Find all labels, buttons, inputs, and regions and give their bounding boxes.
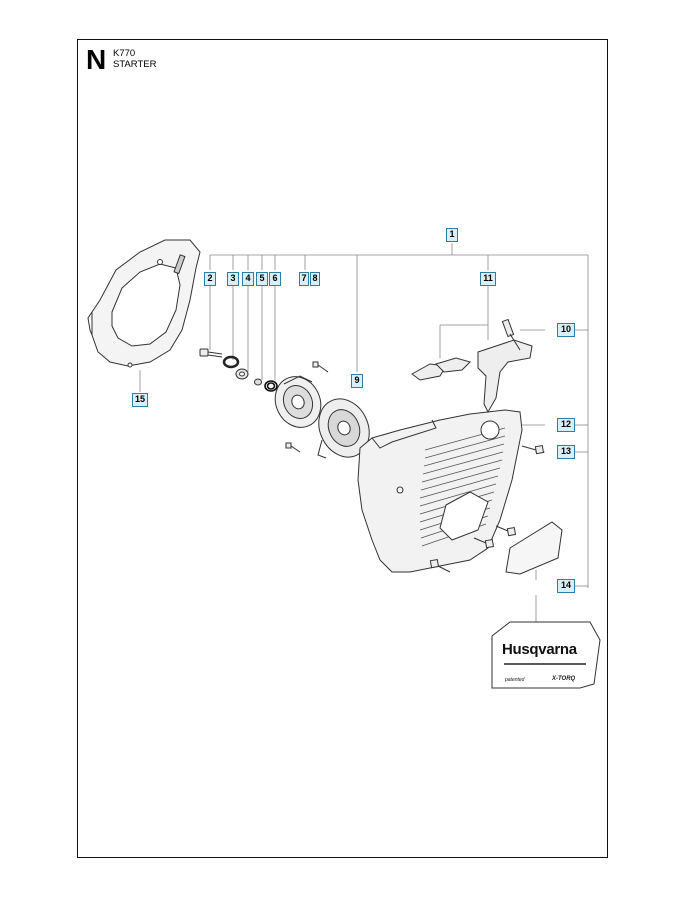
housing-screws-part <box>429 444 545 573</box>
callout-6[interactable]: 6 <box>269 272 281 286</box>
callout-13[interactable]: 13 <box>557 445 575 459</box>
screw-part <box>285 361 329 453</box>
callout-12[interactable]: 12 <box>557 418 575 432</box>
fan-cover-part <box>87 239 201 368</box>
callout-4[interactable]: 4 <box>242 272 254 286</box>
decal-left-text: patented <box>505 677 525 683</box>
decal-right-text: X-TORQ <box>552 676 576 682</box>
callout-11[interactable]: 11 <box>480 272 496 286</box>
section-letter: N <box>86 44 107 75</box>
decal-label <box>491 621 601 689</box>
callout-2[interactable]: 2 <box>204 272 216 286</box>
bushing-part <box>235 368 249 380</box>
nut-part <box>254 378 262 386</box>
model-number: K770 <box>113 48 136 59</box>
spring-part <box>264 380 278 392</box>
callout-7[interactable]: 7 <box>299 272 309 286</box>
callout-15[interactable]: 15 <box>132 393 148 407</box>
callout-5[interactable]: 5 <box>256 272 268 286</box>
starter-handle-part <box>477 318 533 414</box>
callout-10[interactable]: 10 <box>557 323 575 337</box>
decal-brand-text: Husqvarna <box>502 641 577 658</box>
drawing-frame <box>77 39 608 858</box>
callout-8[interactable]: 8 <box>310 272 320 286</box>
callout-9[interactable]: 9 <box>351 374 363 388</box>
starter-housing-part <box>357 409 523 573</box>
spring-cassette-part <box>317 398 370 459</box>
callout-1[interactable]: 1 <box>446 228 458 242</box>
washer-part <box>222 355 240 369</box>
callout-14[interactable]: 14 <box>557 579 575 593</box>
callout-3[interactable]: 3 <box>227 272 239 286</box>
pawl-part <box>411 357 471 381</box>
rope-pulley-part <box>274 375 322 428</box>
bolt-part <box>199 348 223 358</box>
decal-plate-part <box>505 521 563 575</box>
page-title: STARTER <box>113 59 157 70</box>
